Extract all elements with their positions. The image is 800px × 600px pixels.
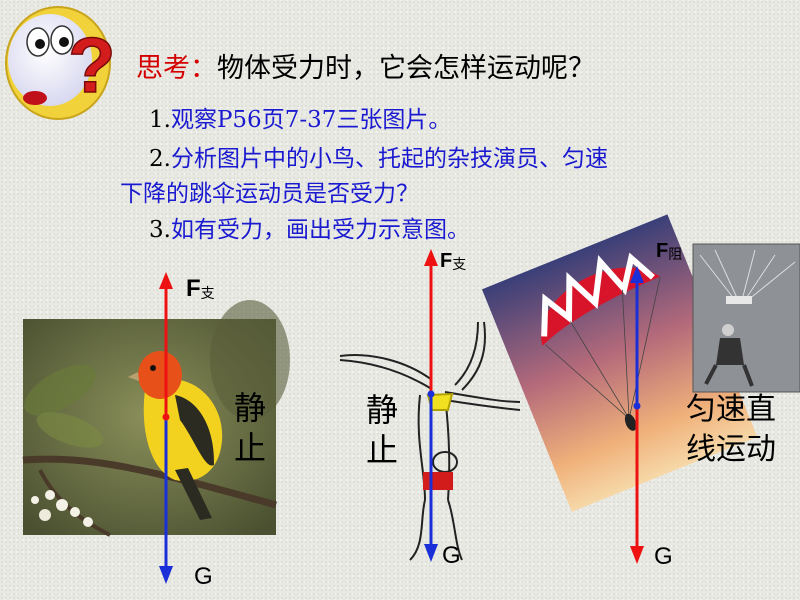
question-2-text: 分析图片中的小鸟、托起的杂技演员、匀速 [170,146,608,172]
question-mark-icon: ? [67,20,116,110]
question-2b-text: 下降的跳伞运动员是否受力？ [120,181,419,207]
force-point-panel2 [427,390,435,398]
force-point-panel1 [162,413,170,421]
page-title: 思考：物体受力时，它会怎样运动呢？ [136,46,595,85]
question-2-continued: 下降的跳伞运动员是否受力？ [120,174,419,208]
force-point-panel3 [633,402,641,410]
title-text: 物体受力时，它会怎样运动呢？ [217,53,595,84]
question-2-num: 2. [149,146,171,172]
panel2-state: 静 止 [366,391,399,469]
bird-photo [22,300,290,537]
question-1-num: 1. [149,107,171,133]
arrow-down-panel3 [630,406,644,564]
question-3: 3.如有受力，画出受力示意图。 [149,210,470,244]
question-1: 1.观察P56页7-37三张图片。 [149,100,451,134]
panel3-gravity-label: G [654,543,673,570]
panel3-force-up-label: F阻 [656,240,683,262]
arrow-down-panel1 [159,417,173,584]
skydiver-photo [692,243,800,393]
parachute-photo [481,214,758,512]
arrow-up-panel2 [424,249,438,394]
panel1-force-up-label: F支 [186,275,215,302]
panel2-force-up-label: F支 [440,250,467,272]
panel1-gravity-label: G [194,563,213,590]
question-1-text: 观察P56页7-37三张图片。 [170,107,452,133]
acrobat-sketch [339,321,521,561]
thinking-face-icon [5,6,111,120]
title-label: 思考： [136,53,217,84]
panel2-gravity-label: G [442,542,461,569]
arrow-down-panel2 [424,394,438,562]
question-3-num: 3. [149,217,171,243]
panel1-state: 静 止 [234,389,267,467]
arrow-up-panel3 [630,266,644,406]
arrow-up-panel1 [159,272,173,417]
svg-text:?: ? [68,21,116,109]
question-3-text: 如有受力，画出受力示意图。 [170,217,470,243]
panel3-state: 匀速直 线运动 [686,392,776,467]
question-2: 2.分析图片中的小鸟、托起的杂技演员、匀速 [149,139,608,173]
